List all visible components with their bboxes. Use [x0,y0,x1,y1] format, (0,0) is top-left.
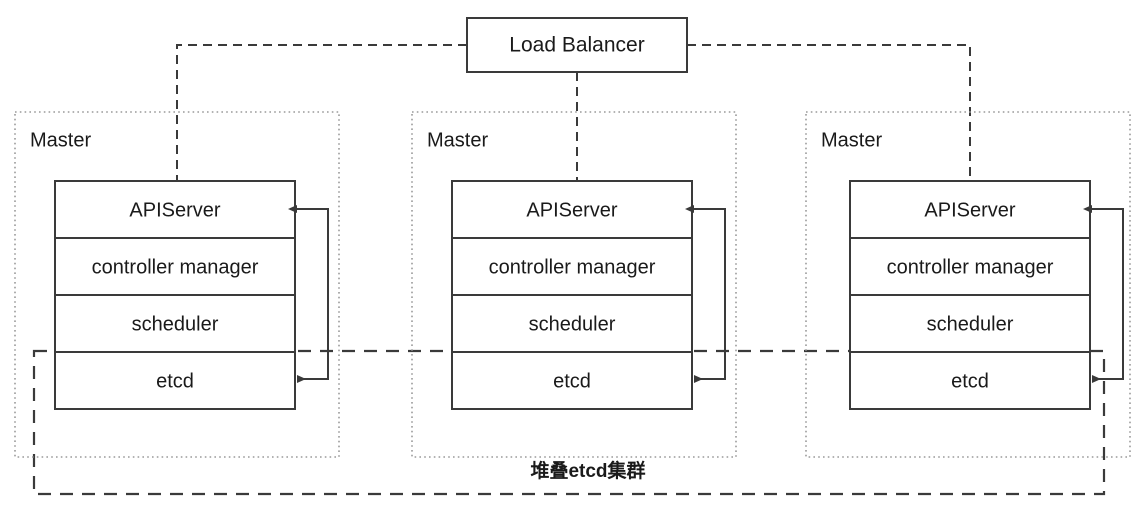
lb-link-master-1 [176,44,467,181]
master-2-etcd-label: etcd [553,370,591,392]
master-group-1-label: Master [30,129,91,151]
master-group-3-label: Master [821,129,882,151]
master-2-scheduler-label: scheduler [529,313,616,335]
master-1-apiserver-label: APIServer [129,199,220,221]
master-group-1 [14,111,340,458]
master-1-apiserver-etcd-arrow [288,205,329,383]
etcd-cluster-label: 堆叠etcd集群 [530,459,645,482]
master-3-apiserver-label: APIServer [924,199,1015,221]
master-3-apiserver-etcd-arrow [1083,205,1124,383]
master-1-scheduler-label: scheduler [132,313,219,335]
master-2-controller-manager-label: controller manager [489,256,656,278]
master-3-etcd-label: etcd [951,370,989,392]
etcd-cluster-boundary [32,349,1106,496]
load-balancer-box[interactable] [466,17,688,73]
master-2-apiserver-etcd-arrow [685,205,726,383]
master-group-3 [805,111,1131,458]
master-1-etcd-label: etcd [156,370,194,392]
master-1-controller-manager-label: controller manager [92,256,259,278]
master-2-apiserver-label: APIServer [526,199,617,221]
master-group-2 [411,111,737,458]
load-balancer-label: Load Balancer [509,34,644,57]
master-3-scheduler-label: scheduler [927,313,1014,335]
master-3-controller-manager-label: controller manager [887,256,1054,278]
lb-link-master-3 [687,44,971,181]
master-group-2-label: Master [427,129,488,151]
